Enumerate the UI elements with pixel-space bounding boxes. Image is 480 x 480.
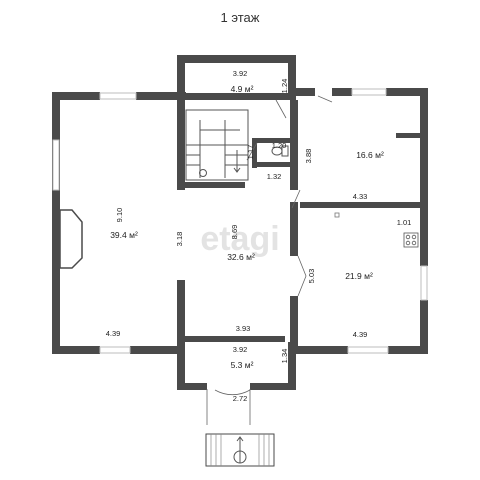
dim-wc-bottom: 1.32	[267, 172, 282, 181]
dim-left-bottom: 4.39	[106, 329, 121, 338]
area-top-right: 16.6 м²	[356, 150, 384, 160]
area-left-big: 39.4 м²	[110, 230, 138, 240]
sink-icon	[334, 212, 340, 218]
dim-hall-side-a: 3.18	[175, 232, 184, 247]
dim-vestibule-top: 3.92	[233, 345, 248, 354]
windows	[52, 88, 428, 354]
fireplace-icon	[59, 209, 83, 269]
area-top-small: 4.9 м²	[231, 84, 254, 94]
area-kitchen: 21.9 м²	[345, 271, 373, 281]
area-center-hall: 32.6 м²	[227, 252, 255, 262]
dim-top-small-side: 1.24	[280, 79, 289, 94]
dim-hall-bottom: 3.93	[236, 324, 251, 333]
toilet-icon	[271, 145, 289, 157]
porch	[205, 433, 275, 467]
dim-vestibule-bottom: 2.72	[233, 394, 248, 403]
floor-title: 1 этаж	[220, 10, 260, 25]
dim-vestibule-side: 1.34	[280, 349, 289, 364]
dim-kitchen-side: 5.03	[307, 269, 316, 284]
dim-hall-side-b: 8.69	[230, 225, 239, 240]
area-vestibule: 5.3 м²	[231, 360, 254, 370]
dim-top-right-bottom: 4.33	[353, 192, 368, 201]
stove-icon	[403, 232, 419, 248]
dim-wc-side: 1.17	[246, 145, 255, 160]
dim-top-right-side: 3.88	[304, 149, 313, 164]
dim-kitchen-bottom: 4.39	[353, 330, 368, 339]
stairs-icon	[185, 109, 249, 181]
dim-left-side: 9.10	[115, 208, 124, 223]
dim-kitchen-top: 1.01	[397, 218, 412, 227]
walls	[52, 55, 428, 390]
watermark: etagi	[200, 220, 279, 258]
dim-top-small: 3.92	[233, 69, 248, 78]
door-swings	[206, 95, 333, 425]
dim-wc-top: 1.20	[272, 141, 287, 150]
